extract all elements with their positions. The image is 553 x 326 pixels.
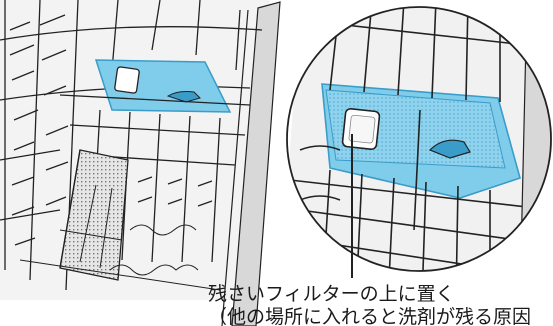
caption-main: 残さいフィルターの上に置く: [208, 283, 455, 305]
zoom-circle-outline: [286, 6, 552, 272]
filter-handle: [428, 139, 471, 159]
zoom-view: [286, 6, 552, 272]
door-frame: [231, 1, 281, 326]
square-tablet-icon: [114, 66, 140, 94]
caption-sub: （他の場所に入れると洗剤が残る原因: [208, 306, 532, 326]
cutlery-basket: [59, 149, 129, 281]
floor-pattern: [19, 224, 221, 291]
